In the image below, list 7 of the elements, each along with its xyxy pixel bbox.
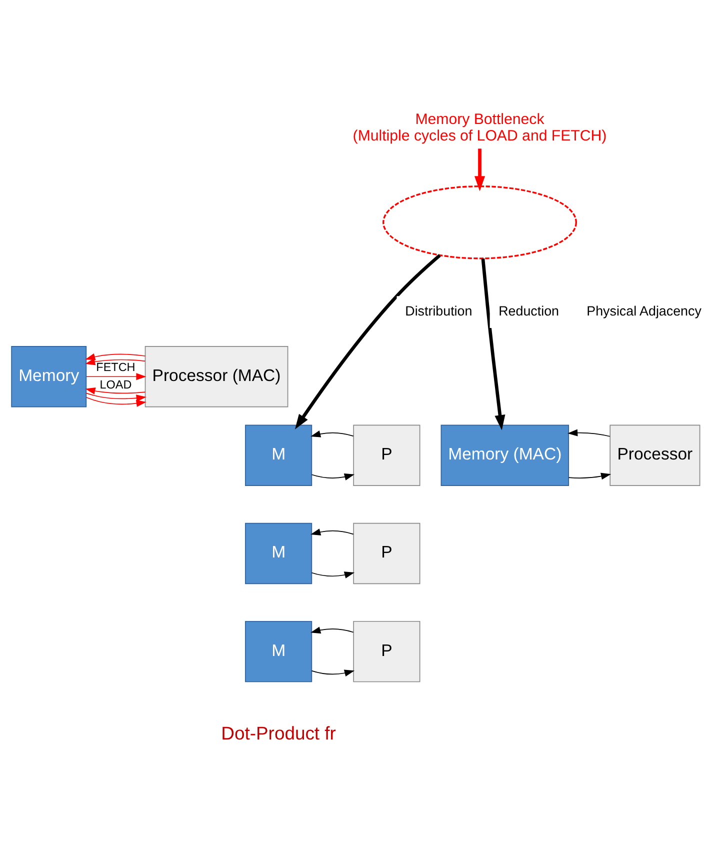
edge-label: Distribution	[405, 302, 472, 318]
node-text: Memory Bottleneck (Multiple cycles of LOAD and FETCH)	[352, 110, 607, 144]
label: Physical Adjacency	[586, 302, 702, 318]
edge-label: LOAD	[100, 378, 132, 392]
edge-label: Reduction	[498, 302, 559, 318]
edge-label: FETCH	[96, 360, 136, 374]
label: Dot-Product fr	[221, 722, 336, 743]
